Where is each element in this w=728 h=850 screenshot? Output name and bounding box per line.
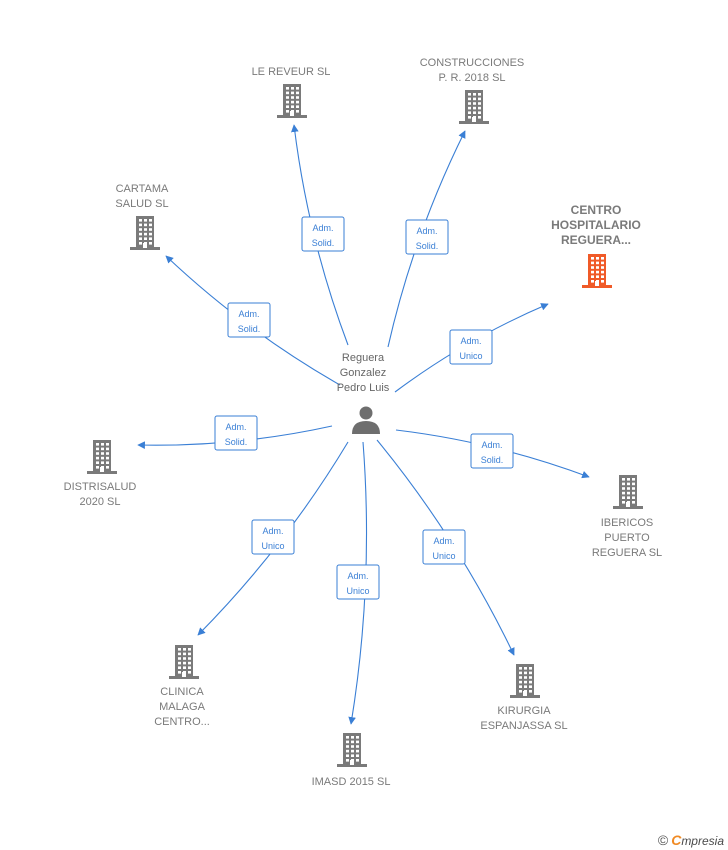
building-icon-ibericos[interactable] — [613, 475, 643, 509]
company-label-centro[interactable]: HOSPITALARIO — [551, 218, 641, 232]
company-label-ibericos[interactable]: REGUERA SL — [592, 547, 662, 559]
building-icon-clinica[interactable] — [169, 645, 199, 679]
company-label-cartama[interactable]: SALUD SL — [115, 198, 168, 210]
company-label-centro[interactable]: REGUERA... — [561, 233, 631, 247]
company-label-clinica[interactable]: MALAGA — [159, 701, 206, 713]
company-label-construcciones[interactable]: CONSTRUCCIONES — [420, 57, 525, 69]
person-name[interactable]: Gonzalez — [340, 367, 386, 379]
brand-logo: Cmpresia — [671, 832, 724, 848]
building-icon-construcciones[interactable] — [459, 90, 489, 124]
relation-label: Adm. — [262, 526, 283, 536]
relation-label: Adm. — [460, 336, 481, 346]
person-icon[interactable] — [352, 406, 380, 435]
company-label-kirurgia[interactable]: ESPANJASSA SL — [480, 720, 567, 732]
relation-box-le-reveur[interactable]: Adm. Solid. — [301, 216, 345, 252]
person-name[interactable]: Pedro Luis — [337, 382, 390, 394]
company-label-kirurgia[interactable]: KIRURGIA — [497, 705, 551, 717]
relation-label: Solid. — [238, 324, 261, 334]
relation-label: Adm. — [347, 571, 368, 581]
relation-box-imasd[interactable]: Adm. Unico — [336, 564, 380, 600]
copyright-symbol: © — [657, 832, 669, 848]
relation-box-distrisalud[interactable]: Adm. Solid. — [214, 415, 258, 451]
relation-box-cartama[interactable]: Adm. Solid. — [227, 302, 271, 338]
relation-label: Adm. — [312, 223, 333, 233]
relation-label: Unico — [432, 551, 455, 561]
company-label-clinica[interactable]: CLINICA — [160, 686, 204, 698]
person-name[interactable]: Reguera — [342, 352, 385, 364]
building-icon-cartama[interactable] — [130, 216, 160, 250]
relation-label: Solid. — [312, 238, 335, 248]
relation-label: Solid. — [481, 455, 504, 465]
relation-box-construcciones[interactable]: Adm. Solid. — [405, 219, 449, 255]
company-label-construcciones[interactable]: P. R. 2018 SL — [438, 72, 505, 84]
company-label-imasd[interactable]: IMASD 2015 SL — [312, 776, 391, 788]
company-label-ibericos[interactable]: IBERICOS — [601, 517, 654, 529]
building-icon-distrisalud[interactable] — [87, 440, 117, 474]
company-label-distrisalud[interactable]: DISTRISALUD — [64, 481, 137, 493]
relation-label: Adm. — [416, 226, 437, 236]
brand-letter: C — [671, 832, 682, 848]
building-icon-kirurgia[interactable] — [510, 664, 540, 698]
relation-label: Solid. — [225, 437, 248, 447]
building-icon-centro[interactable] — [582, 254, 612, 288]
company-label-le-reveur[interactable]: LE REVEUR SL — [252, 66, 331, 78]
relation-label: Unico — [346, 586, 369, 596]
company-label-ibericos[interactable]: PUERTO — [604, 532, 650, 544]
relation-label: Solid. — [416, 241, 439, 251]
relation-label: Adm. — [238, 309, 259, 319]
company-label-clinica[interactable]: CENTRO... — [154, 716, 210, 728]
building-icon-imasd[interactable] — [337, 733, 367, 767]
footer-brand: © Cmpresia — [658, 832, 724, 848]
relation-label: Unico — [459, 351, 482, 361]
relation-box-clinica[interactable]: Adm. Unico — [251, 519, 295, 555]
company-label-distrisalud[interactable]: 2020 SL — [80, 496, 121, 508]
relation-box-kirurgia[interactable]: Adm. Unico — [422, 529, 466, 565]
company-label-centro[interactable]: CENTRO — [571, 203, 622, 217]
relation-box-centro[interactable]: Adm. Unico — [449, 329, 493, 365]
relation-box-ibericos[interactable]: Adm. Solid. — [470, 433, 514, 469]
relation-label: Unico — [261, 541, 284, 551]
building-icon-le-reveur[interactable] — [277, 84, 307, 118]
relation-label: Adm. — [433, 536, 454, 546]
company-label-cartama[interactable]: CARTAMA — [116, 183, 169, 195]
brand-name: mpresia — [681, 834, 724, 848]
relation-label: Adm. — [225, 422, 246, 432]
relation-label: Adm. — [481, 440, 502, 450]
